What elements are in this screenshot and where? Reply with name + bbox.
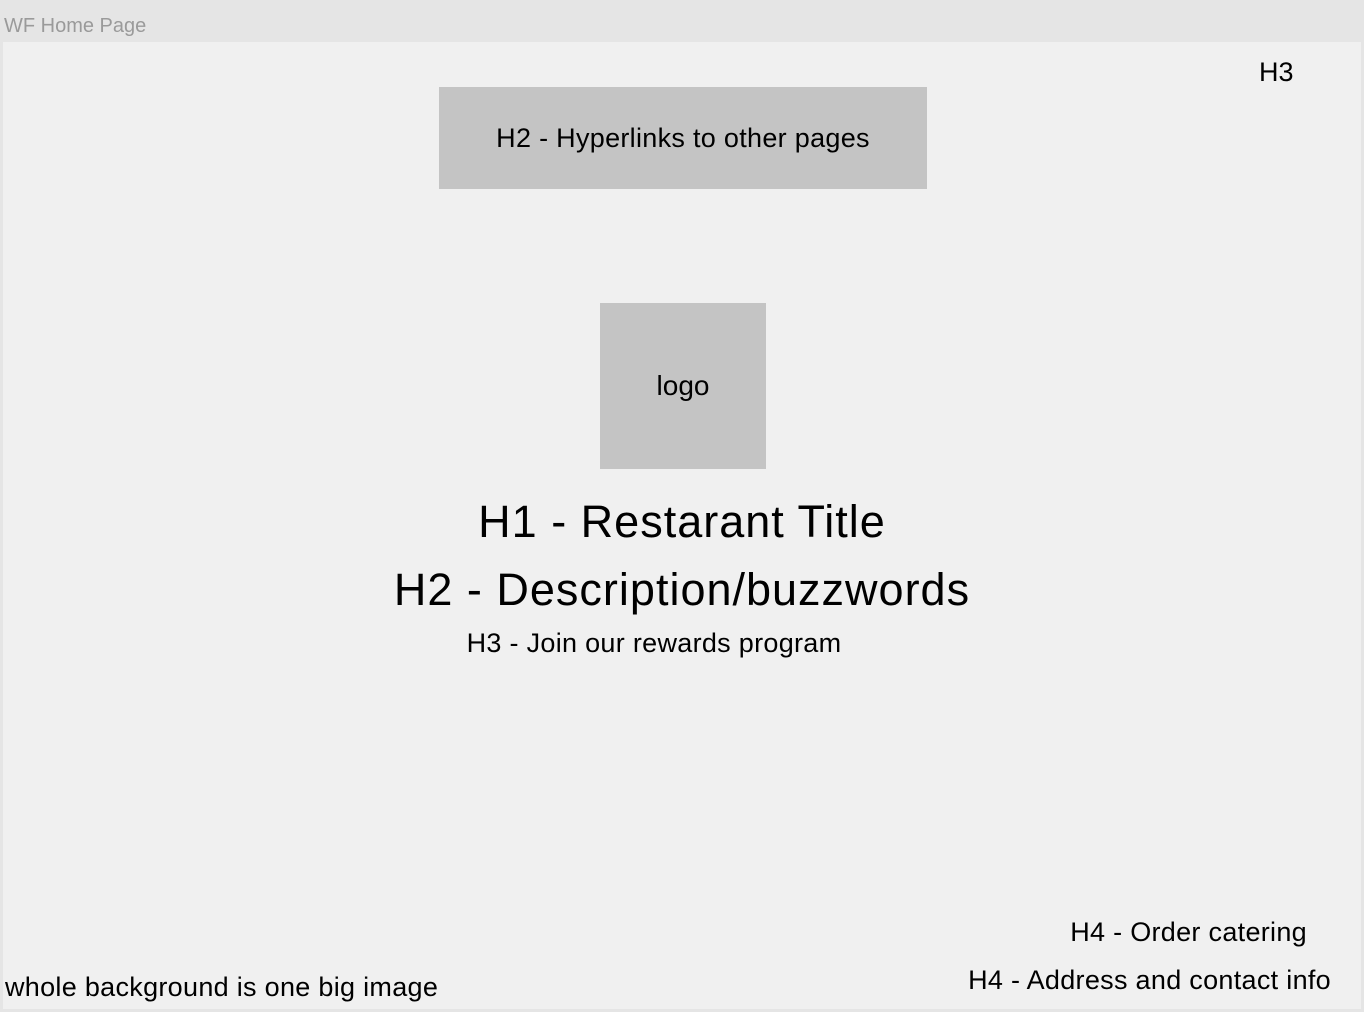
background-note: whole background is one big image — [5, 972, 439, 1002]
logo-placeholder[interactable]: logo — [600, 303, 766, 469]
header-h3-placeholder[interactable]: H3 — [1259, 57, 1294, 87]
logo-label: logo — [656, 370, 710, 401]
nav-hyperlinks-box[interactable]: H2 - Hyperlinks to other pages — [439, 87, 927, 189]
wireframe-canvas: H3 H2 - Hyperlinks to other pages logo H… — [3, 42, 1361, 1009]
nav-hyperlinks-label: H2 - Hyperlinks to other pages — [496, 122, 870, 153]
description-buzzwords: H2 - Description/buzzwords — [393, 564, 971, 615]
order-catering-link[interactable]: H4 - Order catering — [1070, 917, 1307, 947]
frame-title: WF Home Page — [4, 15, 147, 37]
rewards-program-link[interactable]: H3 - Join our rewards program — [466, 628, 842, 658]
restaurant-title: H1 - Restarant Title — [478, 496, 886, 547]
address-contact-info: H4 - Address and contact info — [968, 965, 1331, 995]
